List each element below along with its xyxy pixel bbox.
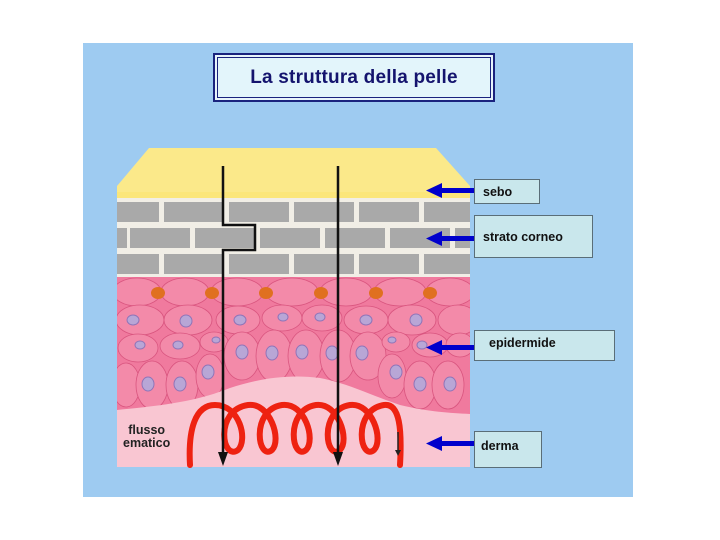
label-strato-corneo: strato corneo — [474, 215, 593, 258]
sebo-layer — [117, 148, 470, 198]
pointer-arrows — [426, 183, 474, 451]
arrow-sebo — [440, 188, 474, 193]
arrow-strato-corneo — [440, 236, 474, 241]
label-epidermide: epidermide — [474, 330, 615, 361]
flusso-ematico-label: flusso ematico — [123, 423, 171, 450]
diffusion-path-tortuous — [221, 166, 257, 455]
title-frame: La struttura della pelle — [213, 53, 495, 102]
blood-vessel — [186, 401, 404, 468]
page-title: La struttura della pelle — [250, 66, 458, 88]
label-derma: derma — [474, 431, 542, 468]
arrow-derma — [440, 441, 474, 446]
label-sebo: sebo — [474, 179, 540, 204]
strato-corneo-layer — [117, 198, 470, 277]
arrow-epidermide — [440, 345, 474, 350]
